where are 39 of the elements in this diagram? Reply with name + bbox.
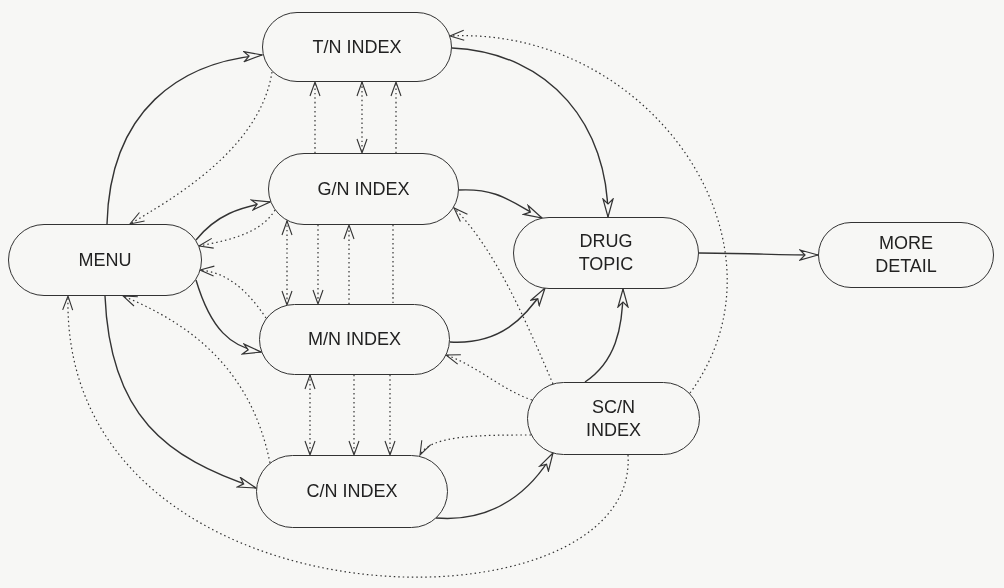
node-label: T/N INDEX bbox=[312, 35, 402, 59]
arrow bbox=[435, 452, 554, 520]
arrow bbox=[309, 81, 321, 154]
arrow bbox=[129, 71, 273, 225]
node-label: DRUG TOPIC bbox=[577, 230, 635, 276]
node-label: SC/N INDEX bbox=[585, 395, 642, 442]
arrow bbox=[198, 209, 276, 249]
rounded-box bbox=[268, 153, 459, 225]
arrow bbox=[348, 374, 360, 456]
node-label: C/N INDEX bbox=[306, 480, 398, 503]
arrow bbox=[458, 189, 543, 219]
arrow bbox=[390, 81, 402, 154]
arrow bbox=[106, 51, 263, 225]
arrow bbox=[449, 287, 546, 343]
node-label: MORE DETAIL bbox=[874, 232, 938, 278]
arrow bbox=[451, 47, 613, 218]
arrow bbox=[199, 266, 267, 319]
arrow bbox=[312, 224, 324, 305]
arrow bbox=[122, 295, 271, 464]
arrow bbox=[195, 279, 262, 354]
arrow bbox=[384, 374, 396, 456]
arrow bbox=[698, 249, 819, 261]
arrow bbox=[449, 31, 728, 394]
arrow bbox=[343, 224, 355, 305]
arrow bbox=[104, 295, 257, 489]
rounded-box bbox=[259, 304, 450, 375]
arrow bbox=[281, 220, 293, 306]
rounded-box bbox=[527, 382, 700, 455]
rounded-box bbox=[8, 224, 202, 296]
arrow bbox=[64, 295, 629, 578]
arrow bbox=[419, 434, 532, 456]
node-label: M/N INDEX bbox=[308, 328, 401, 351]
arrow bbox=[304, 374, 316, 456]
arrow bbox=[356, 81, 368, 154]
arrow bbox=[445, 354, 533, 401]
arrow bbox=[584, 288, 629, 383]
node-label: MENU bbox=[78, 248, 132, 272]
arrow bbox=[195, 199, 271, 241]
node-label: G/N INDEX bbox=[317, 177, 410, 201]
